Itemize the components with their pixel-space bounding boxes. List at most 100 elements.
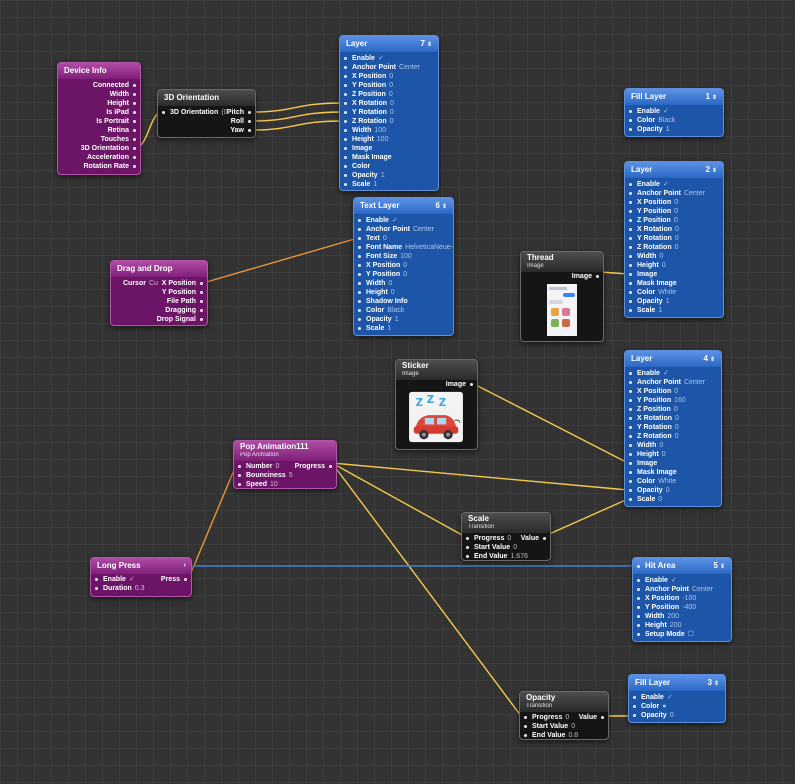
property-value[interactable]: Center <box>412 226 434 233</box>
property-value[interactable]: ● <box>662 703 667 710</box>
property-value[interactable]: 0 <box>674 208 679 215</box>
input-port[interactable] <box>629 255 632 258</box>
property-value[interactable]: 0 <box>388 280 393 287</box>
property-value[interactable]: 0 <box>669 712 674 719</box>
input-port[interactable] <box>358 300 361 303</box>
property-value[interactable]: 0 <box>658 496 663 503</box>
property-value[interactable]: 0 <box>389 82 394 89</box>
input-port[interactable] <box>629 462 632 465</box>
input-port[interactable] <box>344 93 347 96</box>
property-value[interactable]: 0 <box>659 442 664 449</box>
input-port[interactable] <box>344 102 347 105</box>
output-yaw[interactable]: Yaw <box>158 126 255 135</box>
property-value[interactable]: Center <box>691 586 713 593</box>
property-value[interactable]: 0 <box>389 109 394 116</box>
input-port[interactable] <box>629 246 632 249</box>
output-retina[interactable]: Retina <box>58 126 140 135</box>
output-drop-signal[interactable]: Drop Signal <box>111 315 207 324</box>
input-port[interactable] <box>629 128 632 131</box>
property-row[interactable]: Enable✓ <box>354 216 453 225</box>
input-port[interactable] <box>629 282 632 285</box>
input-port[interactable] <box>629 408 632 411</box>
property-value[interactable]: -100 <box>682 595 697 602</box>
input-port[interactable] <box>629 300 632 303</box>
property-value[interactable]: 0 <box>659 253 664 260</box>
property-value[interactable]: 0 <box>674 199 679 206</box>
input-port[interactable] <box>629 183 632 186</box>
property-row[interactable]: Enable✓ <box>625 107 723 116</box>
property-row[interactable]: Enable✓ <box>633 576 731 585</box>
input-port[interactable] <box>344 120 347 123</box>
property-value[interactable]: HelveticaNeue- <box>405 244 454 251</box>
input-port[interactable] <box>344 174 347 177</box>
property-value[interactable]: 0 <box>674 424 679 431</box>
layer-2-count[interactable]: 2⇕ <box>705 165 717 174</box>
input-port[interactable] <box>629 498 632 501</box>
property-row[interactable]: X Position-100 <box>633 594 731 603</box>
property-value[interactable]: 100 <box>400 253 412 260</box>
property-value[interactable]: ✓ <box>391 217 398 224</box>
property-row[interactable]: Enable✓ <box>625 180 723 189</box>
input-port[interactable] <box>344 156 347 159</box>
input-port[interactable] <box>629 273 632 276</box>
property-value[interactable]: 0 <box>675 415 679 422</box>
property-value[interactable]: 0 <box>674 433 679 440</box>
device-info-node[interactable]: Device Info Connected Width Height Is iP… <box>57 62 141 175</box>
input-port[interactable] <box>358 318 361 321</box>
output-rotation-rate[interactable]: Rotation Rate <box>58 162 140 171</box>
property-value[interactable]: ✓ <box>662 181 669 188</box>
input-port[interactable] <box>358 309 361 312</box>
property-row[interactable]: Enable✓ <box>629 693 725 702</box>
long-press-enable-row[interactable]: Enable✓ Press <box>91 575 191 584</box>
property-row[interactable]: Enable✓ <box>340 54 438 63</box>
orientation-node[interactable]: 3D Orientation 3D Orientation(0 Pitch Ro… <box>157 89 256 138</box>
output-connected[interactable]: Connected <box>58 81 140 90</box>
property-value[interactable]: 1 <box>387 325 392 332</box>
input-port[interactable] <box>629 480 632 483</box>
input-port[interactable] <box>629 309 632 312</box>
thread-output-image[interactable]: Image <box>521 272 603 281</box>
input-port[interactable] <box>344 138 347 141</box>
property-row[interactable]: Setup Mode☐ <box>633 630 731 639</box>
output-acceleration[interactable]: Acceleration <box>58 153 140 162</box>
input-port[interactable] <box>633 696 636 699</box>
input-port[interactable] <box>629 201 632 204</box>
input-port[interactable] <box>637 633 640 636</box>
